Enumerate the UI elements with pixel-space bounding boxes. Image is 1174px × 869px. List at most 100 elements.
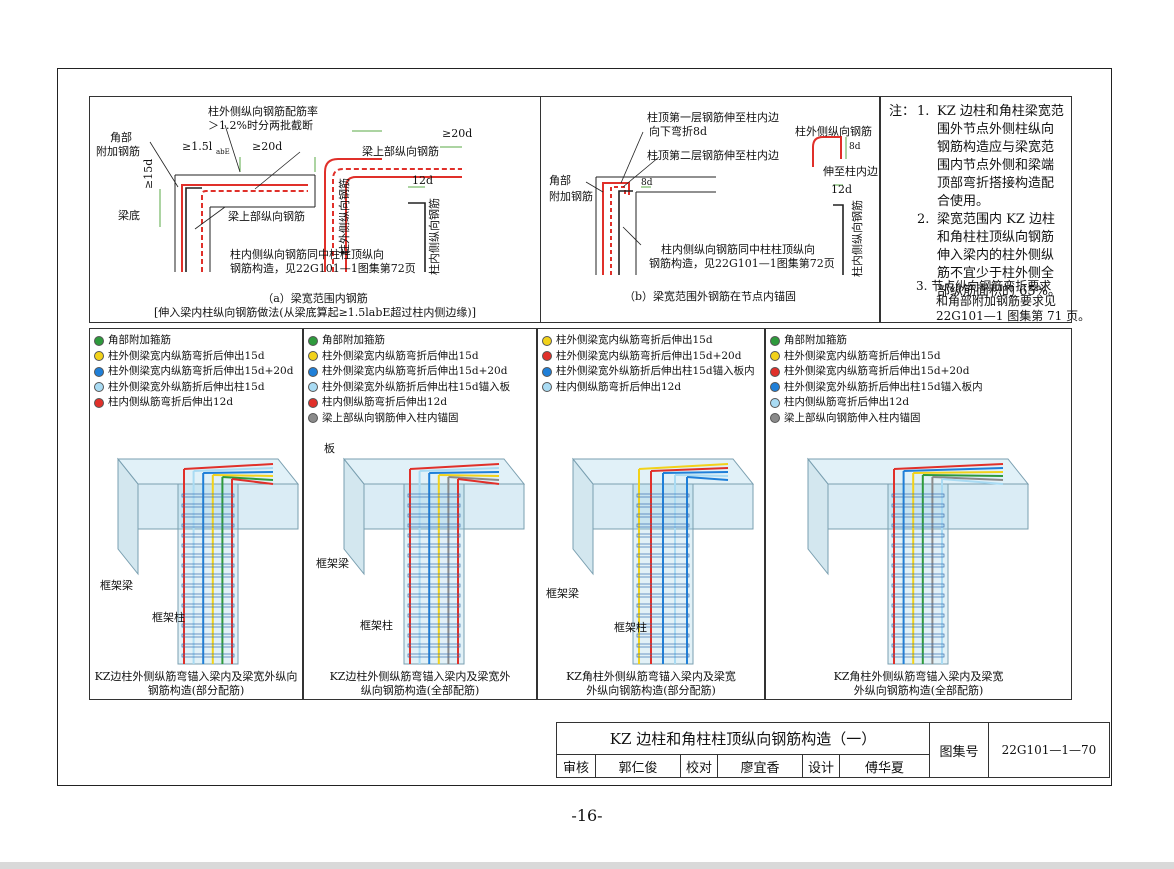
legend-item: 柱外侧梁宽内纵筋弯折后伸出15d bbox=[94, 349, 293, 365]
model-caption: 钢筋构造(部分配筋) bbox=[147, 684, 245, 697]
stirrup bbox=[891, 653, 945, 658]
panel-b: 柱顶第一层钢筋伸至柱内边 向下弯折8d 柱顶第二层钢筋伸至柱内边 角部 附加钢筋… bbox=[540, 96, 880, 323]
model-label: 框架梁 bbox=[546, 587, 579, 600]
stirrup bbox=[636, 533, 690, 538]
stirrup bbox=[181, 593, 235, 598]
design-name: 傅华夏 bbox=[839, 754, 930, 778]
rebar-line bbox=[638, 463, 729, 470]
panel-a-label: ≥15d bbox=[142, 158, 155, 189]
stirrup bbox=[181, 533, 235, 538]
stirrup bbox=[181, 583, 235, 588]
panel-a-label: 12d bbox=[412, 174, 434, 187]
note-line: 筋不宜少于柱外侧全 bbox=[937, 266, 1055, 281]
legend-dot-icon bbox=[308, 366, 318, 377]
note-line: 和角部附加钢筋要求见 bbox=[936, 294, 1057, 308]
stirrup bbox=[181, 633, 235, 638]
stirrup bbox=[407, 553, 461, 558]
stirrup bbox=[891, 583, 945, 588]
legend-text: 梁上部纵向钢筋伸入柱内锚固 bbox=[784, 411, 921, 424]
legend-dot-icon bbox=[770, 413, 780, 424]
rebar-line bbox=[662, 471, 729, 474]
stirrup bbox=[636, 603, 690, 608]
stirrup bbox=[891, 533, 945, 538]
rebar-line bbox=[457, 478, 500, 485]
stirrup bbox=[636, 553, 690, 558]
panel-b-label: 柱外侧纵向钢筋 bbox=[795, 125, 872, 138]
stirrup bbox=[407, 533, 461, 538]
stirrup bbox=[891, 573, 945, 578]
stirrup bbox=[181, 553, 235, 558]
stirrup bbox=[891, 633, 945, 638]
stirrup bbox=[181, 613, 235, 618]
stirrup bbox=[407, 563, 461, 568]
rebar-line bbox=[922, 474, 1004, 477]
panel-b-caption: （b）梁宽范围外钢筋在节点内锚固 bbox=[623, 290, 797, 303]
panel-b-label: 伸至柱内边 bbox=[823, 165, 878, 178]
stirrup bbox=[891, 523, 945, 528]
stirrup bbox=[891, 563, 945, 568]
stirrup bbox=[407, 643, 461, 648]
stirrup bbox=[891, 503, 945, 508]
panel-a-drawing bbox=[149, 124, 462, 272]
atlas-label: 图集号 bbox=[929, 722, 989, 778]
legend-text: 柱外侧梁宽内纵筋弯折后伸出15d bbox=[108, 349, 265, 362]
legend-dot-icon bbox=[542, 382, 552, 393]
legend-text: 柱外侧梁宽外纵筋折后伸出柱15d锚入板内 bbox=[784, 380, 983, 393]
note-3-line-1: 3. 节点纵向钢筋弯折要求 bbox=[916, 279, 1090, 294]
panel-b-drawing bbox=[585, 131, 847, 275]
panel-a-caption: （a）梁宽范围内钢筋 bbox=[262, 292, 368, 305]
stirrup bbox=[636, 633, 690, 638]
model-illustration bbox=[571, 457, 755, 665]
legend-dot-icon bbox=[542, 335, 552, 346]
stirrup bbox=[891, 623, 945, 628]
legend-text: 角部附加箍筋 bbox=[784, 334, 847, 346]
stirrup bbox=[636, 643, 690, 648]
stirrup bbox=[636, 503, 690, 508]
stirrup bbox=[891, 493, 945, 498]
panel-b-label: 8d bbox=[849, 142, 861, 152]
panel-b-label: 柱内侧纵向钢筋同中柱柱顶纵向 bbox=[661, 243, 815, 256]
note-1-num: 1. bbox=[917, 104, 930, 119]
legend-dot-icon bbox=[308, 335, 318, 346]
legend-item: 柱外侧梁宽内纵筋弯折后伸出15d bbox=[308, 349, 510, 365]
review-name: 郭仁俊 bbox=[595, 754, 681, 778]
panel-a-label: 附加钢筋 bbox=[96, 145, 140, 158]
model-caption: KZ边柱外侧纵筋弯锚入梁内及梁宽外纵向 bbox=[94, 670, 298, 683]
legend-item: 柱外侧梁宽内纵筋弯折后伸出15d+20d bbox=[770, 364, 983, 380]
stirrup bbox=[891, 513, 945, 518]
note-line: 围内节点外侧和梁端 bbox=[937, 158, 1055, 173]
panel-b-label: 柱内侧纵向钢筋 bbox=[851, 200, 864, 277]
rebar-line bbox=[203, 471, 274, 474]
rebar-line bbox=[231, 478, 274, 485]
rebar-line bbox=[674, 474, 729, 477]
panel-b-label: 附加钢筋 bbox=[549, 190, 593, 203]
legend-text: 柱外侧梁宽内纵筋弯折后伸出15d+20d bbox=[108, 365, 294, 377]
notes-panel: 注： 1. KZ 边柱和角柱梁宽范 围外节点外侧柱纵向 钢筋构造应与梁宽范 围内… bbox=[880, 96, 1072, 323]
stirrup bbox=[181, 653, 235, 658]
panel-a-label: ≥20d bbox=[252, 140, 283, 153]
legend-text: 柱外侧梁宽内纵筋弯折后伸出15d bbox=[322, 349, 479, 362]
stirrup bbox=[181, 503, 235, 508]
panel-a-label: ≥1.5l bbox=[182, 140, 213, 153]
stirrup bbox=[891, 643, 945, 648]
model-caption: 外纵向钢筋构造(部分配筋) bbox=[586, 684, 716, 697]
panel-b-label: 柱顶第一层钢筋伸至柱内边 bbox=[647, 111, 779, 124]
legend-dot-icon bbox=[94, 382, 104, 393]
rebar-line bbox=[903, 467, 1004, 472]
panel-b-label: 角部 bbox=[549, 174, 571, 187]
model-label: 框架柱 bbox=[614, 621, 647, 634]
panel-b-label: 12d bbox=[831, 183, 853, 196]
stirrup bbox=[891, 593, 945, 598]
stirrup bbox=[636, 653, 690, 658]
stirrup bbox=[636, 563, 690, 568]
stirrup bbox=[181, 643, 235, 648]
model-illustration bbox=[342, 457, 526, 665]
panel-a-label: 钢筋构造，见22G101—1图集第72页 bbox=[230, 262, 416, 275]
check-name: 廖宜香 bbox=[717, 754, 803, 778]
legend-dot-icon bbox=[770, 397, 780, 408]
panel-a-label: 梁上部纵向钢筋 bbox=[228, 210, 305, 223]
legend-item: 柱内侧纵筋弯折后伸出12d bbox=[308, 395, 510, 411]
note-line: 合使用。 bbox=[937, 194, 990, 209]
